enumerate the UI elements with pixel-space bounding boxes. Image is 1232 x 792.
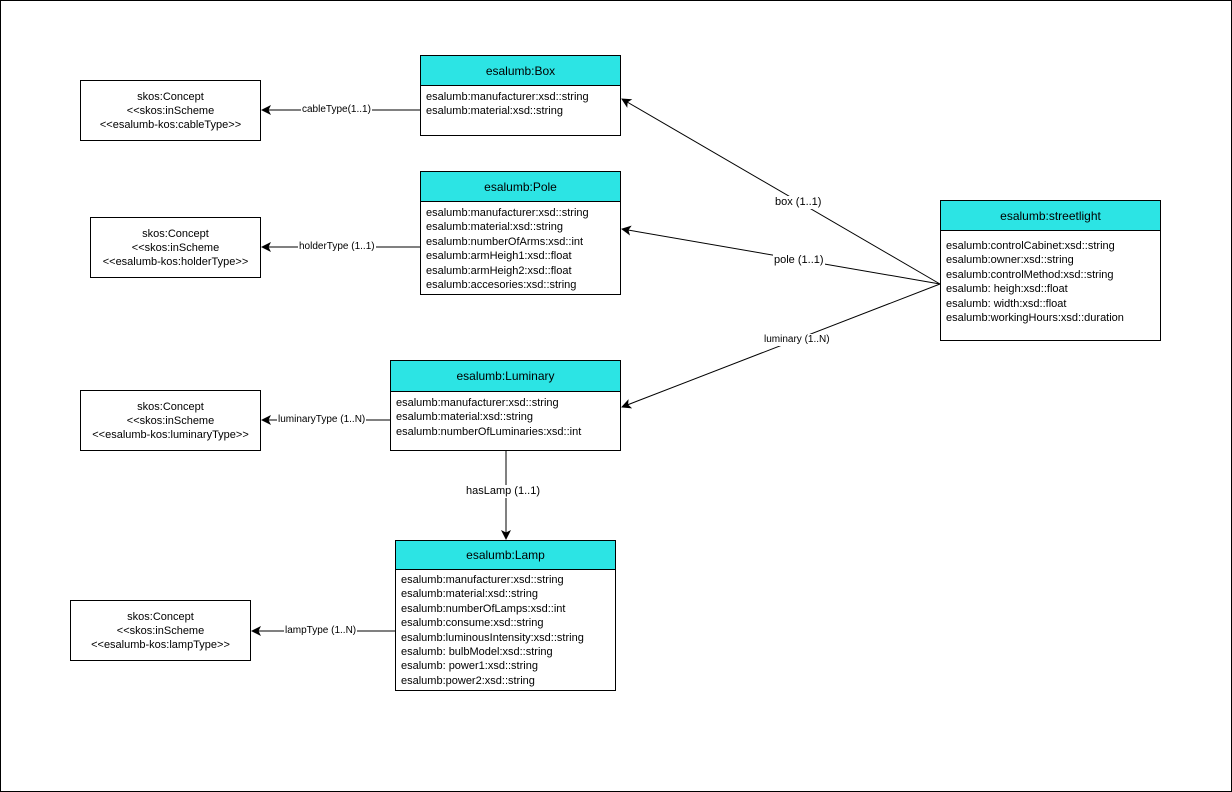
edge-label-haslamp: hasLamp (1..1) — [465, 485, 541, 498]
class-lamp[interactable]: esalumb:Lamp esalumb:manufacturer:xsd::s… — [395, 540, 616, 691]
concept-kos: <<esalumb-kos:cableType>> — [99, 118, 242, 131]
class-title: esalumb:Pole — [421, 172, 620, 202]
attribute: esalumb: heigh:xsd::float — [946, 283, 1068, 296]
attribute: esalumb:controlMethod:xsd::string — [946, 268, 1114, 281]
class-attributes: esalumb:manufacturer:xsd::string esalumb… — [396, 570, 615, 688]
concept-scheme: <<skos:inScheme — [131, 241, 220, 254]
edge-label-luminary: luminary (1..N) — [763, 334, 831, 346]
concept-cable-type: skos:Concept <<skos:inScheme <<esalumb-k… — [80, 80, 261, 141]
concept-name: skos:Concept — [137, 400, 204, 413]
attribute: esalumb:material:xsd::string — [396, 411, 533, 424]
attribute: esalumb:armHeigh1:xsd::float — [426, 250, 572, 263]
attribute: esalumb:material:xsd::string — [426, 221, 563, 234]
concept-name: skos:Concept — [127, 610, 194, 623]
attribute: esalumb:manufacturer:xsd::string — [426, 207, 589, 219]
concept-name: skos:Concept — [142, 227, 209, 240]
attribute: esalumb:armHeigh2:xsd::float — [426, 264, 572, 277]
attribute: esalumb:material:xsd::string — [426, 105, 563, 118]
class-attributes: esalumb:manufacturer:xsd::string esalumb… — [421, 86, 620, 119]
concept-scheme: <<skos:inScheme — [116, 624, 205, 637]
edge-label-luminarytype: luminaryType (1..N) — [277, 414, 367, 426]
attribute: esalumb: width:xsd::float — [946, 297, 1067, 310]
attribute: esalumb:numberOfArms:xsd::int — [426, 235, 584, 248]
class-attributes: esalumb:manufacturer:xsd::string esalumb… — [391, 392, 620, 439]
concept-kos: <<esalumb-kos:lampType>> — [91, 638, 230, 651]
class-box[interactable]: esalumb:Box esalumb:manufacturer:xsd::st… — [420, 55, 621, 136]
attribute: esalumb:material:xsd::string — [401, 588, 538, 601]
concept-scheme: <<skos:inScheme — [126, 414, 215, 427]
class-title: esalumb:Box — [421, 56, 620, 86]
class-streetlight[interactable]: esalumb:streetlight esalumb:controlCabin… — [940, 200, 1161, 341]
attribute: esalumb:controlCabinet:xsd::string — [946, 240, 1115, 252]
edge-label-lamptype: lampType (1..N) — [284, 625, 358, 637]
edge-label-cabletype: cableType(1..1) — [301, 104, 372, 116]
class-attributes: esalumb:controlCabinet:xsd::string esalu… — [941, 231, 1160, 325]
attribute: esalumb:consume:xsd::string — [401, 617, 544, 630]
concept-lamp-type: skos:Concept <<skos:inScheme <<esalumb-k… — [70, 600, 251, 661]
class-title: esalumb:streetlight — [941, 201, 1160, 231]
attribute: esalumb:numberOfLamps:xsd::int — [401, 602, 566, 615]
attribute: esalumb:manufacturer:xsd::string — [426, 91, 589, 103]
concept-kos: <<esalumb-kos:holderType>> — [102, 255, 249, 268]
edge-label-box: box (1..1) — [774, 196, 823, 209]
attribute: esalumb:manufacturer:xsd::string — [401, 574, 564, 586]
box-edge — [621, 98, 941, 285]
attribute: esalumb:owner:xsd::string — [946, 254, 1074, 267]
attribute: esalumb:luminousIntensity:xsd::string — [401, 631, 584, 644]
class-title: esalumb:Luminary — [391, 361, 620, 392]
edge-label-pole: pole (1..1) — [773, 254, 825, 267]
concept-name: skos:Concept — [137, 90, 204, 103]
class-luminary[interactable]: esalumb:Luminary esalumb:manufacturer:xs… — [390, 360, 621, 451]
attribute: esalumb: power1:xsd::string — [401, 660, 538, 673]
attribute: esalumb:power2:xsd::string — [401, 674, 535, 687]
concept-kos: <<esalumb-kos:luminaryType>> — [92, 428, 249, 441]
attribute: esalumb: bulbModel:xsd::string — [401, 646, 553, 659]
attribute: esalumb:manufacturer:xsd::string — [396, 397, 559, 409]
attribute: esalumb:accesories:xsd::string — [426, 279, 577, 292]
edge-label-holdertype: holderType (1..1) — [298, 241, 376, 253]
concept-luminary-type: skos:Concept <<skos:inScheme <<esalumb-k… — [80, 390, 261, 451]
class-title: esalumb:Lamp — [396, 541, 615, 570]
concept-holder-type: skos:Concept <<skos:inScheme <<esalumb-k… — [90, 217, 261, 278]
class-pole[interactable]: esalumb:Pole esalumb:manufacturer:xsd::s… — [420, 171, 621, 295]
class-attributes: esalumb:manufacturer:xsd::string esalumb… — [421, 202, 620, 292]
attribute: esalumb:workingHours:xsd::duration — [946, 312, 1124, 325]
attribute: esalumb:numberOfLuminaries:xsd::int — [396, 425, 582, 438]
concept-scheme: <<skos:inScheme — [126, 104, 215, 117]
